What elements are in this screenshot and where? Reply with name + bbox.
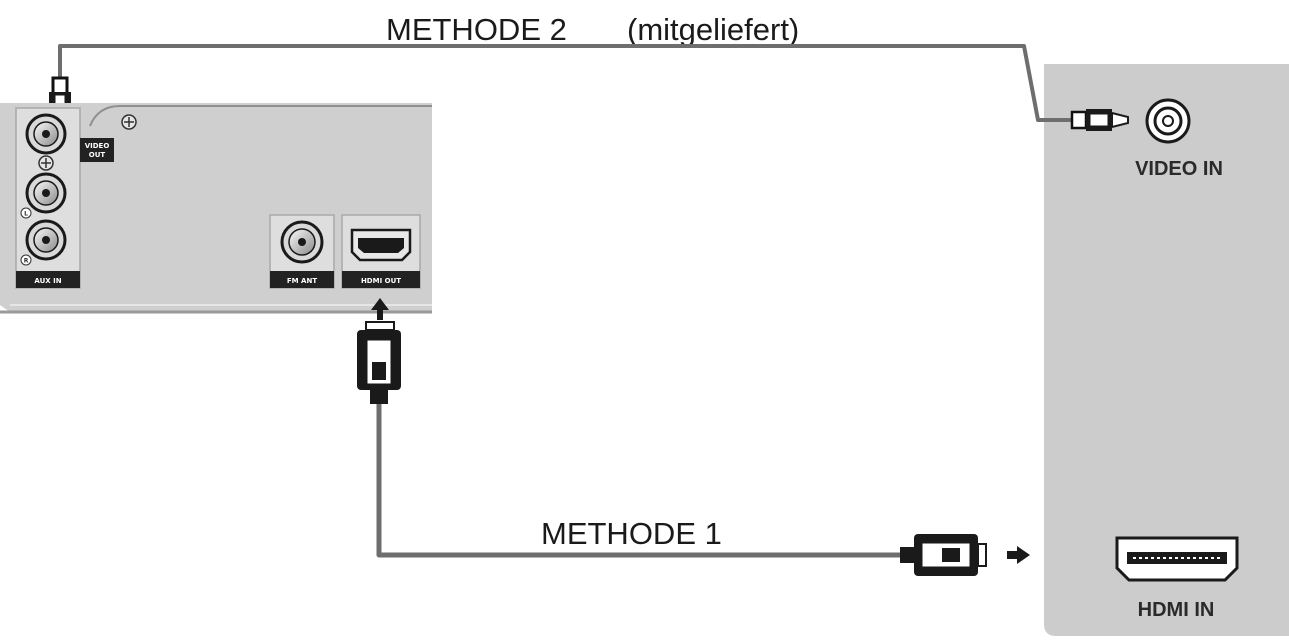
tv-video-in-label: VIDEO IN	[1135, 158, 1223, 180]
hdmi-cable-line	[376, 404, 900, 558]
hdmi-plug-device	[357, 321, 401, 404]
arrow-up-icon	[371, 298, 389, 320]
tv-hdmi-in-port[interactable]	[1115, 536, 1239, 582]
aux-left-marker: L	[24, 211, 28, 218]
video-out-label-bg	[80, 138, 114, 162]
hdmi-out-label: HDMI OUT	[361, 277, 401, 285]
aux-right-marker: R	[24, 258, 29, 265]
hdmi-out-label-bg	[342, 271, 420, 288]
hdmi-cable	[357, 298, 1030, 576]
aux-in-label-bg	[16, 271, 80, 288]
video-out-label-2: OUT	[89, 151, 106, 159]
arrow-right-icon	[1007, 546, 1030, 564]
video-out-jack[interactable]	[25, 113, 67, 155]
method2-note: (mitgeliefert)	[627, 12, 799, 47]
composite-cable-line	[58, 44, 1072, 122]
aux-in-right-jack[interactable]	[25, 219, 67, 261]
video-out-label-1: VIDEO	[85, 142, 110, 150]
fm-ant-label-bg	[270, 271, 334, 288]
fm-ant-label: FM ANT	[287, 277, 317, 285]
device-panel: VIDEO OUT L	[0, 103, 432, 314]
tv-hdmi-in-label: HDMI IN	[1138, 599, 1215, 621]
aux-in-label: AUX IN	[34, 277, 61, 285]
fm-ant-jack[interactable]	[280, 220, 324, 264]
hdmi-plug-tv	[900, 534, 987, 576]
method2-label: METHODE 2	[386, 12, 567, 47]
method1-label: METHODE 1	[541, 516, 722, 551]
hdmi-out-port[interactable]	[350, 228, 412, 262]
tv-panel-body	[1044, 64, 1289, 636]
aux-in-left-jack[interactable]	[25, 172, 67, 214]
ground-screw-icon	[38, 155, 54, 171]
tv-video-in-jack[interactable]	[1145, 98, 1191, 144]
tv-panel	[1044, 64, 1289, 636]
ground-screw-icon	[121, 114, 137, 130]
composite-plug-tv	[1070, 109, 1129, 131]
